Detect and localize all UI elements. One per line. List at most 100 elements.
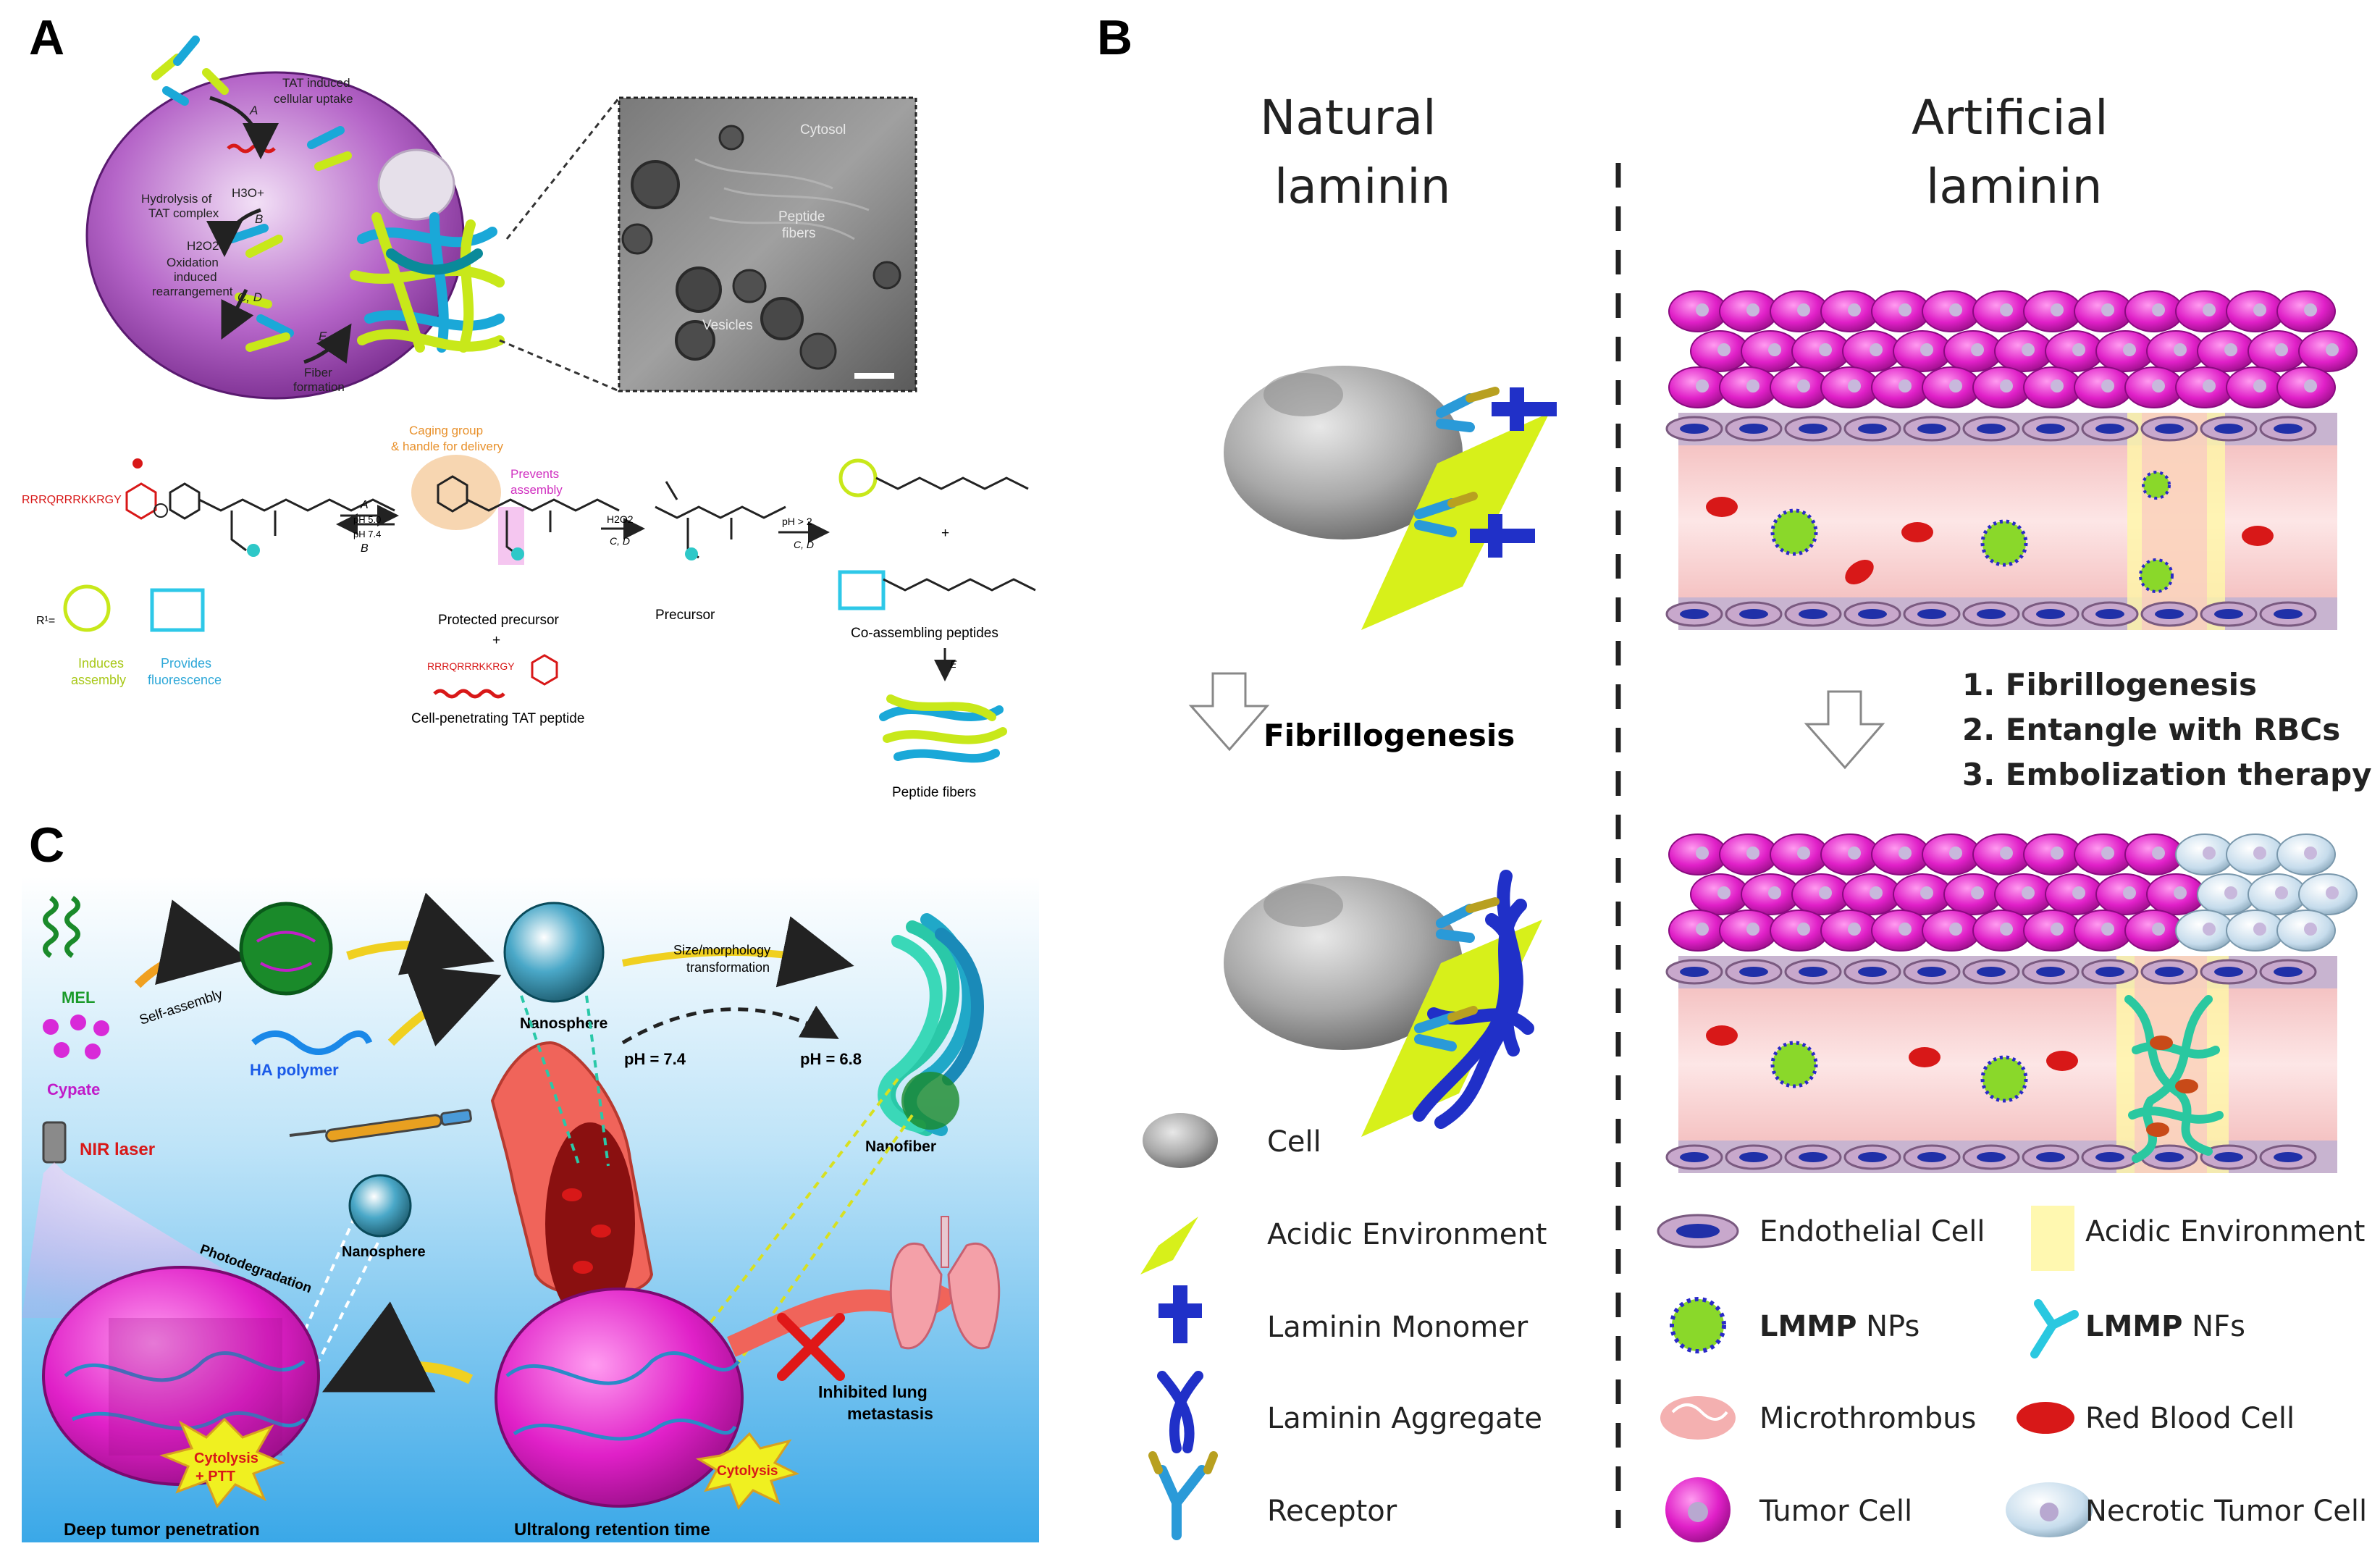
- small-nanosphere: [348, 1174, 412, 1238]
- scheme-ph2: pH > 2: [782, 516, 812, 527]
- ph68-label: pH = 6.8: [800, 1050, 862, 1068]
- step-e-label: E: [319, 329, 327, 343]
- micro-cytosol-label: Cytosol: [800, 122, 846, 138]
- tumor-nucleus: [2051, 303, 2064, 316]
- tumor-nucleus: [2051, 379, 2064, 392]
- scheme-h2o2: H2O2: [607, 513, 634, 525]
- arrow-to-nanosphere-2: [387, 965, 502, 1046]
- caging-label-2: & handle for delivery: [391, 440, 503, 453]
- tat-uptake-label-2: cellular uptake: [274, 92, 353, 106]
- endothelial-nucleus: [2214, 424, 2243, 434]
- hydrolysis-label: Hydrolysis of: [141, 192, 212, 206]
- tumor-cell-layer-bottom: [1668, 833, 2358, 952]
- tumor-nucleus: [2304, 923, 2317, 936]
- scheme-step-a: A: [360, 499, 369, 511]
- endothelial-nucleus: [2214, 1152, 2243, 1162]
- caging-label: Caging group: [409, 424, 483, 437]
- tumor-nucleus: [1797, 379, 1810, 392]
- tumor-nucleus: [2022, 886, 2035, 899]
- cytolysis-ptt-label-2: + PTT: [195, 1469, 235, 1484]
- vessel-bottom-contents: [1706, 995, 2224, 1163]
- tumor-cell-layer-top: [1668, 290, 2358, 408]
- fiber-formation-label: Fiber: [304, 366, 332, 379]
- step-2: 2. Entangle with RBCs: [1962, 712, 2340, 747]
- acidic-patch-top: [1361, 413, 1549, 630]
- aggregate-texture: [256, 931, 316, 972]
- endothelial-nucleus: [1858, 1152, 1887, 1162]
- tumor-nucleus: [2203, 303, 2216, 316]
- tumor-nucleus: [2152, 303, 2165, 316]
- tumor-nucleus: [2253, 303, 2266, 316]
- nir-laser-head: [42, 1121, 67, 1164]
- tumor-nucleus: [2123, 886, 2136, 899]
- tumor-nucleus: [1848, 379, 1861, 392]
- tat-seq-mid: RRRQRRRKKRGY: [427, 660, 515, 672]
- endothelial-nucleus: [1858, 967, 1887, 977]
- legend-left-0: Cell: [1267, 1125, 1321, 1159]
- ha-polymer-label: HA polymer: [250, 1061, 339, 1079]
- fiber-network: [350, 212, 505, 353]
- nanosphere: [503, 902, 605, 1003]
- endothelial-nucleus: [1977, 609, 2006, 619]
- tumor-nucleus: [2101, 923, 2114, 936]
- endothelial-nucleus: [2036, 967, 2065, 977]
- endothelial-nucleus: [2155, 424, 2184, 434]
- tumor-nucleus: [1797, 847, 1810, 860]
- tumor-nucleus: [2123, 343, 2136, 356]
- tumor-nucleus: [1717, 886, 1731, 899]
- connector-5: [303, 1216, 356, 1333]
- nucleus: [377, 148, 455, 221]
- legend-right-0: Endothelial Cell: [1759, 1215, 1985, 1248]
- endothelial-nucleus: [1977, 1152, 2006, 1162]
- endothelial-nucleus: [2095, 424, 2124, 434]
- endothelial-nucleus: [2274, 424, 2303, 434]
- micro-peptide-fibers-label: Peptide: [778, 209, 825, 224]
- ultralong-label: Ultralong retention time: [514, 1520, 710, 1540]
- h3o-label: H3O+: [232, 186, 264, 200]
- fibrillogenesis-label: Fibrillogenesis: [1263, 718, 1515, 753]
- artificial-title: Artificial: [1912, 90, 2108, 146]
- natural-cell-top: [1224, 366, 1463, 539]
- endothelial-nucleus: [2095, 967, 2124, 977]
- tat-wave-2: [433, 689, 505, 699]
- legend-left-3: Laminin Aggregate: [1267, 1402, 1542, 1435]
- nanosphere-label: Nanosphere: [520, 1015, 607, 1032]
- tumor-nucleus: [2326, 886, 2339, 899]
- endothelial-nucleus: [1680, 424, 1709, 434]
- tumor-nucleus: [1949, 379, 1962, 392]
- legend-aggregate-icon: [1157, 1371, 1203, 1453]
- legend-right-1: Acidic Environment: [2085, 1215, 2365, 1248]
- tumor-nucleus: [2304, 379, 2317, 392]
- mel-label: MEL: [62, 988, 95, 1007]
- r1-label: R¹=: [36, 615, 55, 627]
- endothelial-nucleus: [1977, 967, 2006, 977]
- tumor-nucleus: [1920, 343, 1933, 356]
- arrow-b: [206, 208, 261, 257]
- tumor-nucleus: [2051, 923, 2064, 936]
- endothelial-nucleus: [1799, 609, 1828, 619]
- tumor-nucleus: [2326, 343, 2339, 356]
- tumor-nucleus: [2072, 886, 2085, 899]
- legend-rbc-icon: [2017, 1402, 2074, 1434]
- size-morph-label: Size/morphology: [673, 943, 770, 957]
- tumor-nucleus: [1696, 847, 1709, 860]
- cypate-label: Cypate: [47, 1080, 100, 1099]
- tumor-nucleus: [2253, 847, 2266, 860]
- step-cd-label: C, D: [237, 290, 262, 304]
- tumor-nucleus: [1920, 886, 1933, 899]
- legend-receptor-icon: [1148, 1451, 1218, 1540]
- chemistry-scheme: RRRQRRRKKRGY A pH 5.0 pH 7.4 B Caging gr…: [22, 424, 1036, 800]
- tumor-nucleus: [2224, 886, 2237, 899]
- ph-arrow-dashed: [621, 1005, 839, 1045]
- endothelial-nucleus: [1799, 424, 1828, 434]
- tumor-nucleus: [2174, 343, 2187, 356]
- cytolysis-ptt-burst: [159, 1417, 286, 1508]
- tumor-nucleus: [2304, 303, 2317, 316]
- tumor-nucleus: [2152, 847, 2165, 860]
- legend-right: Endothelial Cell Acidic Environment LMMP…: [1657, 1206, 2367, 1542]
- plus-2: +: [941, 526, 949, 541]
- endothelial-nucleus: [1680, 609, 1709, 619]
- endothelial-nucleus: [2036, 1152, 2065, 1162]
- vessel-rbcs: [562, 1188, 611, 1274]
